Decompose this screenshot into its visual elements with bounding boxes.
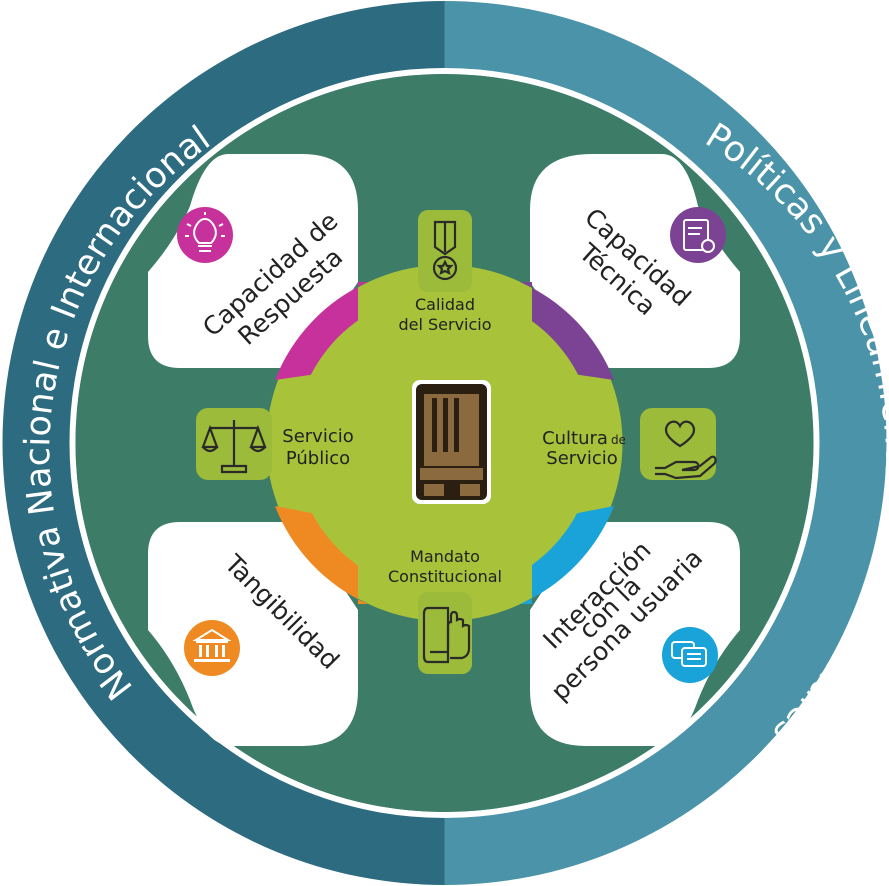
medal-icon: [432, 220, 458, 281]
center-building-icon: [412, 380, 491, 504]
chat-icon: [662, 627, 718, 683]
building-icon: [184, 620, 240, 676]
ring-separator: [69, 68, 820, 818]
card-bottom-left: [148, 522, 358, 746]
card-top-right: [530, 154, 740, 368]
certificate-icon: [670, 207, 726, 263]
label-mandato-2: Constitucional: [388, 567, 502, 586]
label-mandato-1: Mandato: [410, 547, 480, 566]
scales-icon: [201, 420, 267, 474]
label-servicio-2: Público: [286, 448, 350, 469]
hand-heart-icon: [655, 420, 717, 480]
label-calidad-2: del Servicio: [398, 315, 491, 334]
tile-bottom: [418, 592, 472, 674]
lightbulb-icon: [177, 207, 233, 263]
oath-book-icon: [422, 606, 471, 664]
label-calidad-1: Calidad: [415, 295, 475, 314]
label-servicio-1: Servicio: [282, 426, 353, 447]
card-bottom-right: [530, 522, 740, 746]
label-cultura-2: Servicio: [546, 448, 617, 469]
